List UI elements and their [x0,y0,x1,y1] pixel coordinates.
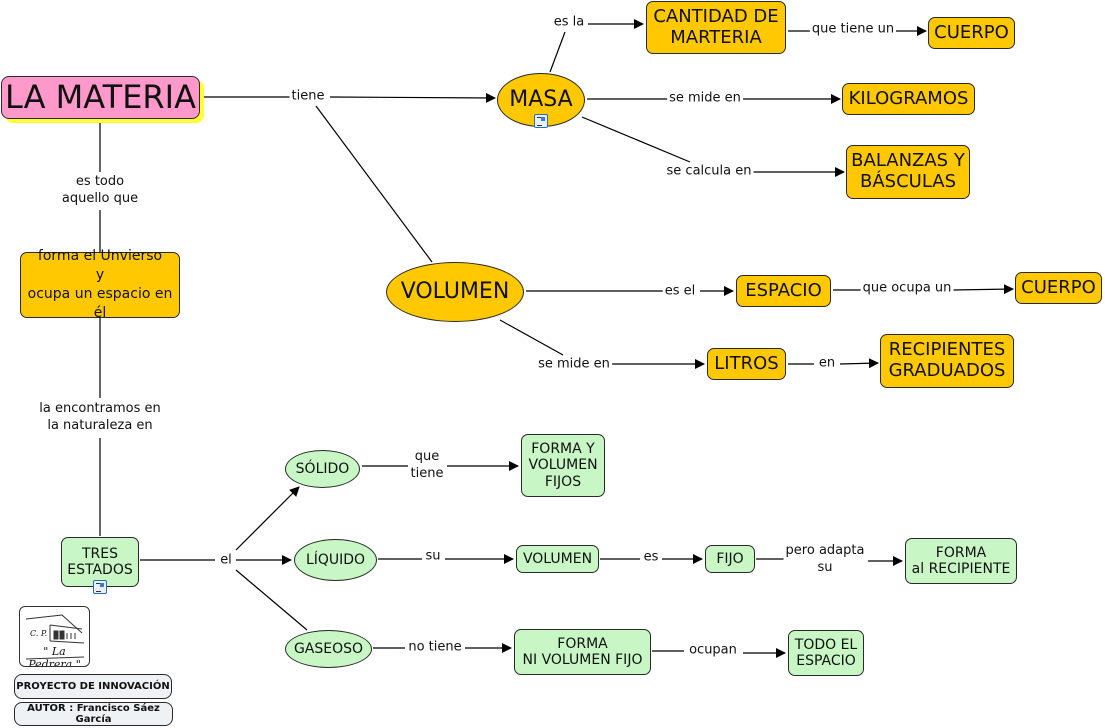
concept-litros[interactable]: LITROS [707,348,786,380]
link-label-es: es [641,549,661,567]
project-label: PROYECTO DE INNOVACIÓN [14,674,172,699]
link-label-ocupan: ocupan [687,642,739,660]
concept-la-materia[interactable]: LA MATERIA [1,76,200,119]
concept-liquido[interactable]: LÍQUIDO [294,539,377,581]
link-line [235,569,308,631]
concept-cuerpo-2[interactable]: CUERPO [1015,272,1102,304]
link-label-se-mide-en: se mide en [667,90,743,108]
concept-volumen-liquido[interactable]: VOLUMEN [516,545,599,573]
concept-balanzas-basculas[interactable]: BALANZAS Y BÁSCULAS [846,145,970,199]
concept-cantidad-de-materia[interactable]: CANTIDAD DE MARTERIA [646,1,786,54]
link-line [839,358,879,369]
resource-document-icon[interactable] [534,114,548,128]
concept-kilogramos[interactable]: KILOGRAMOS [842,83,975,115]
link-label-en: en [816,355,838,373]
link-label-pero-adapta-su: pero adapta su [783,543,867,577]
concept-gaseoso[interactable]: GASEOSO [285,630,372,668]
building-icon [25,614,85,660]
school-logo: C. P. " La Pedrera " [19,606,90,667]
author-label: AUTOR : Francisco Sáez García [14,702,173,726]
concept-forma-ni-volumen-fijo[interactable]: FORMA NI VOLUMEN FIJO [514,629,651,675]
concept-tres-estados[interactable]: TRES ESTADOS [61,537,139,587]
link-line [235,486,300,551]
link-label-no-tiene: no tiene [406,639,464,657]
link-label-que-ocupa-un: que ocupa un [860,280,954,298]
concept-cuerpo-1[interactable]: CUERPO [928,17,1015,49]
logo-cp-text: C. P. [30,629,48,638]
link-label-que-tiene-un: que tiene un [809,21,897,39]
link-line [952,284,1014,295]
logo-name-text: " La Pedrera " [28,645,81,667]
concept-fijo[interactable]: FIJO [705,545,755,573]
link-line [549,31,566,73]
concept-todo-el-espacio[interactable]: TODO EL ESPACIO [788,630,864,676]
link-line [581,116,691,163]
link-label-tiene: tiene [289,88,327,106]
link-line [315,105,433,263]
resource-document-icon[interactable] [93,580,107,594]
concept-solido[interactable]: SÓLIDO [285,450,360,488]
link-label-se-mide-en-vol: se mide en [536,356,612,374]
link-label-es-todo: es todo aquello que [59,174,141,208]
link-label-su: su [423,548,443,566]
concept-forma-volumen-fijos[interactable]: FORMA Y VOLUMEN FIJOS [521,434,605,497]
link-label-el: el [218,552,234,570]
link-label-que-tiene: que tiene [408,449,446,483]
link-label-es-la: es la [551,14,587,32]
concept-forma-el-universo[interactable]: forma el Unvierso y ocupa un espacio en … [20,248,180,321]
concept-espacio[interactable]: ESPACIO [736,275,831,307]
concept-recipientes-graduados[interactable]: RECIPIENTES GRADUADOS [880,334,1014,388]
concept-volumen[interactable]: VOLUMEN [386,262,524,322]
concept-forma-al-recipiente[interactable]: FORMA al RECIPIENTE [905,538,1017,584]
link-label-se-calcula-en: se calcula en [664,163,754,181]
link-label-la-encontramos: la encontramos en la naturaleza en [37,401,163,435]
link-line [499,319,564,356]
link-label-es-el: es el [662,283,698,301]
link-line [329,92,496,103]
